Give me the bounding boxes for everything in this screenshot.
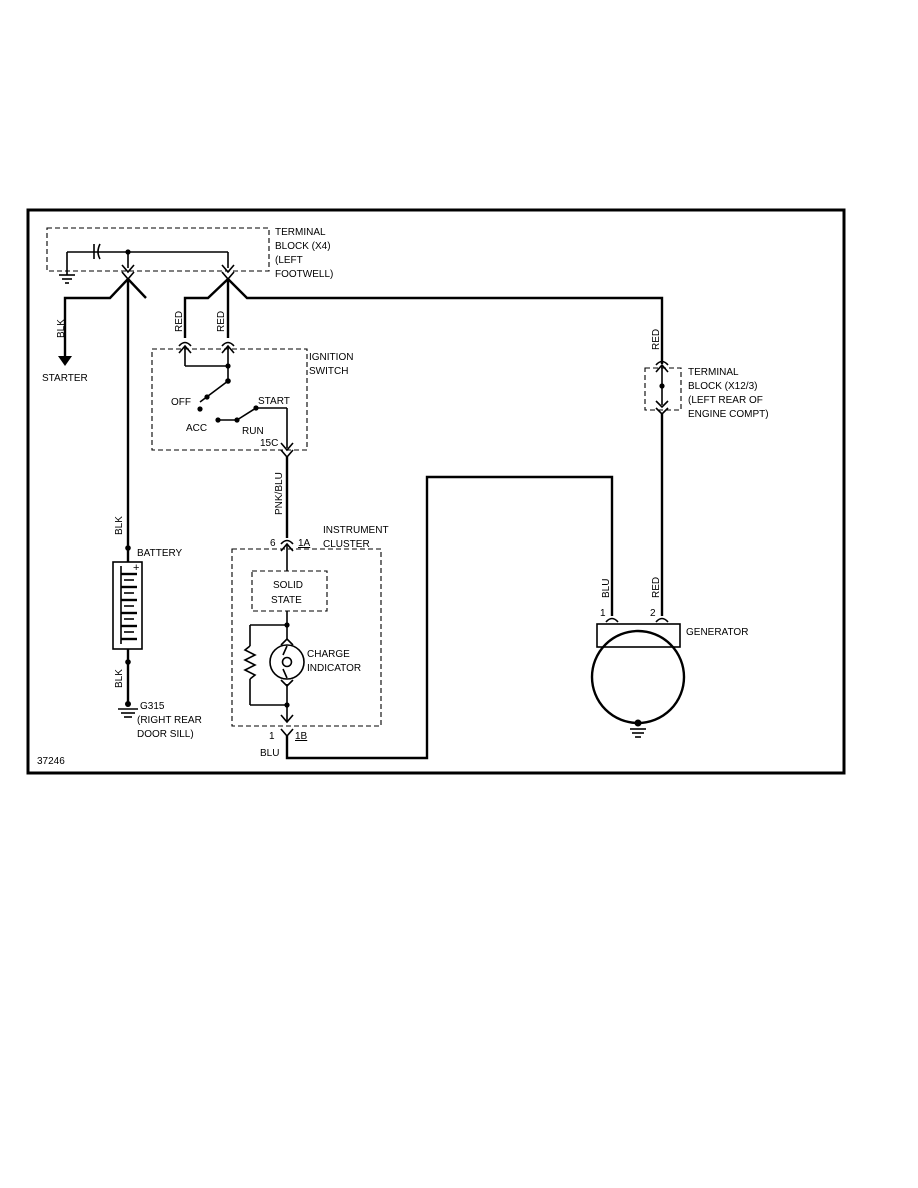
- generator-ground-icon: [630, 719, 646, 738]
- ignition-switch: OFF ACC START RUN 15C IGNITION SWITCH: [151, 341, 353, 452]
- starter-label: STARTER: [42, 373, 88, 384]
- red-generator-wire: RED: [651, 414, 664, 616]
- battery-wire: BLK: [114, 278, 147, 562]
- wire-color-pnk-blu: PNK/BLU: [274, 472, 285, 515]
- terminal-block-x4: TERMINAL BLOCK (X4) (LEFT FOOTWELL): [46, 227, 333, 284]
- solid-state-label-2: STATE: [271, 595, 302, 606]
- ground-icon: [59, 270, 75, 284]
- ignition-run-label: RUN: [242, 426, 264, 437]
- starter-wire: BLK STARTER: [42, 278, 129, 384]
- terminal-block-x12: TERMINAL BLOCK (X12/3) (LEFT REAR OF ENG…: [644, 360, 769, 420]
- wire-color-blk-battery-top: BLK: [114, 516, 125, 535]
- resistor-icon: [243, 645, 257, 680]
- charge-indicator-label-2: INDICATOR: [307, 663, 361, 674]
- battery-plus: +: [133, 562, 139, 574]
- cluster-pin-top-id: 1A: [298, 538, 311, 549]
- generator-label: GENERATOR: [686, 627, 748, 638]
- ground-g315-label-3: DOOR SILL): [137, 729, 194, 740]
- terminal-block-x12-label-1: TERMINAL: [688, 367, 739, 378]
- ignition-acc-label: ACC: [186, 423, 207, 434]
- ignition-start-label: START: [258, 396, 290, 407]
- wire-color-blk-battery-bottom: BLK: [114, 669, 125, 688]
- wire-color-blk-starter: BLK: [56, 319, 67, 338]
- wire-color-blu-generator: BLU: [601, 579, 612, 598]
- ignition-pin-label: 15C: [260, 438, 278, 449]
- generator-pin-2: 2: [650, 608, 656, 619]
- battery-label: BATTERY: [137, 548, 183, 559]
- cluster-pin-bot-num: 1: [269, 731, 275, 742]
- generator: 1 2 GENERATOR: [590, 608, 748, 738]
- wire-color-red-ign-left: RED: [174, 311, 185, 332]
- terminal-block-x12-label-2: BLOCK (X12/3): [688, 381, 757, 392]
- solid-state-module: [251, 570, 328, 612]
- cluster-pin-top-num: 6: [270, 538, 276, 549]
- diagram-frame: [26, 208, 846, 775]
- figure-id: 37246: [37, 756, 65, 767]
- ground-g315-icon: [118, 701, 138, 718]
- pnk-blu-wire: PNK/BLU: [274, 449, 294, 538]
- terminal-block-x4-label-3: (LEFT: [275, 255, 303, 266]
- generator-icon: [590, 629, 686, 725]
- cluster-pin-bot-id: 1B: [295, 731, 308, 742]
- wire-color-red-generator: RED: [651, 577, 662, 598]
- battery: + BATTERY: [112, 548, 183, 650]
- charge-indicator-lamp-icon: [269, 644, 305, 680]
- ground-g315-label-2: (RIGHT REAR: [137, 715, 202, 726]
- terminal-block-x4-label-2: BLOCK (X4): [275, 241, 331, 252]
- battery-ground-wire: BLK G315 (RIGHT REAR DOOR SILL): [114, 649, 202, 740]
- terminal-block-x12-label-3: (LEFT REAR OF: [688, 395, 763, 406]
- ground-g315-label-1: G315: [140, 701, 165, 712]
- wire-color-blu-cluster: BLU: [260, 748, 279, 759]
- wire-color-red-x12-top: RED: [651, 329, 662, 350]
- charge-indicator-label-1: CHARGE: [307, 649, 350, 660]
- generator-pin-1: 1: [600, 608, 606, 619]
- instrument-cluster: 6 1A INSTRUMENT CLUSTER SOLID STATE CHAR…: [231, 525, 389, 727]
- ignition-feed-wires: RED RED RED: [174, 278, 664, 364]
- cluster-label-2: CLUSTER: [323, 539, 370, 550]
- blu-charge-wire: 1 1B BLU BLU: [260, 475, 614, 760]
- terminal-block-x4-label-4: FOOTWELL): [275, 269, 333, 280]
- ignition-off-label: OFF: [171, 397, 191, 408]
- ignition-switch-label-1: IGNITION: [309, 352, 353, 363]
- terminal-block-x12-label-4: ENGINE COMPT): [688, 409, 769, 420]
- terminal-block-x4-label-1: TERMINAL: [275, 227, 326, 238]
- ignition-switch-label-2: SWITCH: [309, 366, 348, 377]
- solid-state-label-1: SOLID: [273, 580, 303, 591]
- wire-color-red-ign-right: RED: [216, 311, 227, 332]
- cluster-label-1: INSTRUMENT: [323, 525, 389, 536]
